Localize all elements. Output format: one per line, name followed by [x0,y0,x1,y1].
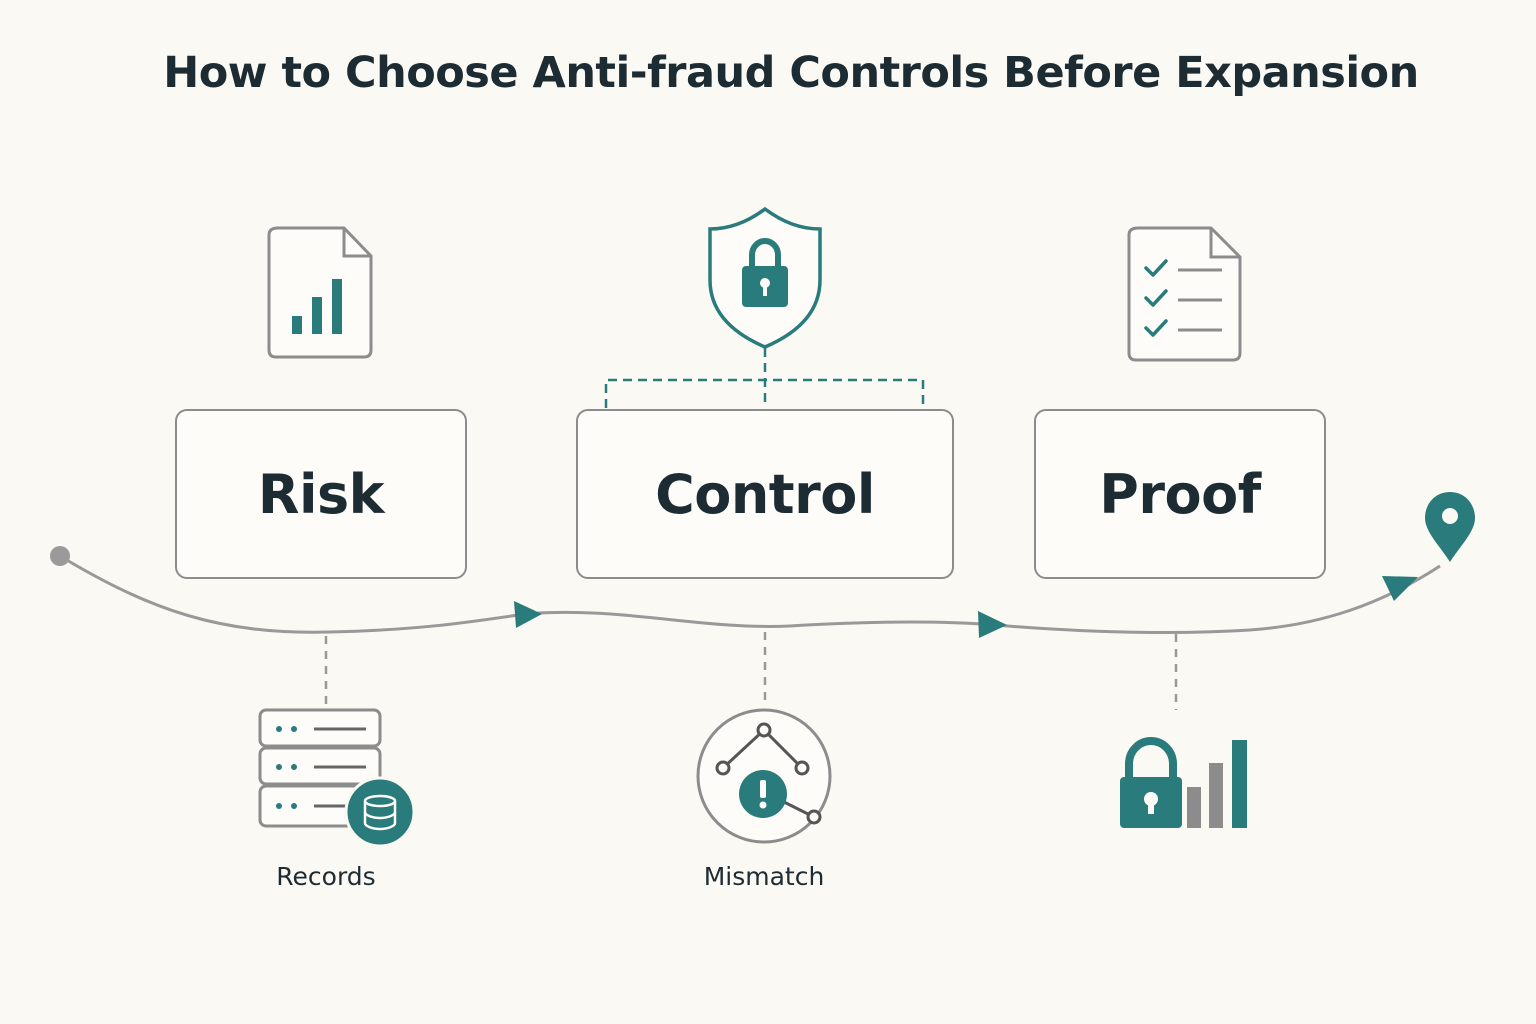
step-label: Risk [257,462,385,526]
step-label: Proof [1099,462,1261,526]
network-alert-icon [696,708,832,844]
step-control: Control [576,409,954,579]
caption-mismatch: Mismatch [703,862,825,891]
checklist-document-icon [1127,226,1242,362]
start-dot-icon [50,546,70,566]
arrow-head-icon [1382,576,1418,601]
report-chart-icon [267,226,373,359]
step-proof: Proof [1034,409,1326,579]
location-pin-icon [1425,492,1475,562]
arrow-head-icon [514,601,542,628]
caption-records: Records [276,862,376,891]
database-records-icon [258,708,416,848]
step-risk: Risk [175,409,467,579]
shield-lock-icon [708,206,822,349]
page-title: How to Choose Anti-fraud Controls Before… [163,48,1419,98]
flow-path [59,554,1441,634]
step-label: Control [655,462,875,526]
lock-bars-icon [1120,736,1247,828]
arrow-head-icon [978,611,1007,638]
